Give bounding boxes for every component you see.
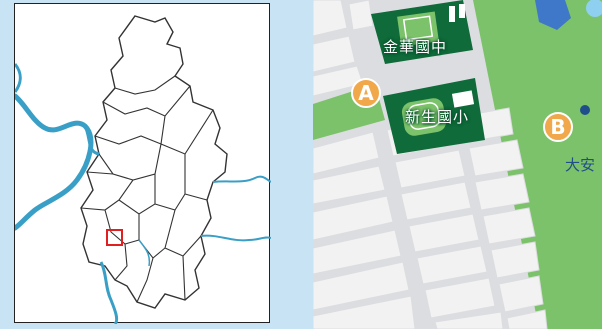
river-south	[99, 261, 119, 324]
river-branch-2	[83, 125, 100, 156]
xinsheng-school-label: 新生國小	[405, 108, 470, 126]
district-boundaries	[80, 75, 214, 303]
jinhua-school-area	[371, 0, 473, 64]
pond	[535, 0, 571, 30]
pond-highlight	[586, 0, 602, 17]
river-east	[212, 175, 271, 183]
locator-map	[14, 3, 271, 324]
selected-district-marker	[106, 229, 123, 246]
locator-map-svg	[15, 15, 271, 324]
river-branch-1	[15, 63, 22, 93]
jinhua-school-label: 金華國中	[383, 38, 448, 56]
park-area	[473, 0, 602, 329]
river-inner	[138, 239, 151, 267]
detail-map-svg	[313, 0, 602, 329]
park-point	[580, 105, 590, 115]
daan-area-label: 大安	[565, 156, 596, 174]
river-main	[15, 93, 94, 231]
xinsheng-school-area	[383, 78, 485, 154]
marker-b[interactable]: B	[543, 112, 573, 142]
detail-map: 金華國中 新生國小 A B 大安	[313, 0, 602, 329]
river-southeast	[200, 234, 271, 242]
marker-a[interactable]: A	[351, 78, 381, 108]
